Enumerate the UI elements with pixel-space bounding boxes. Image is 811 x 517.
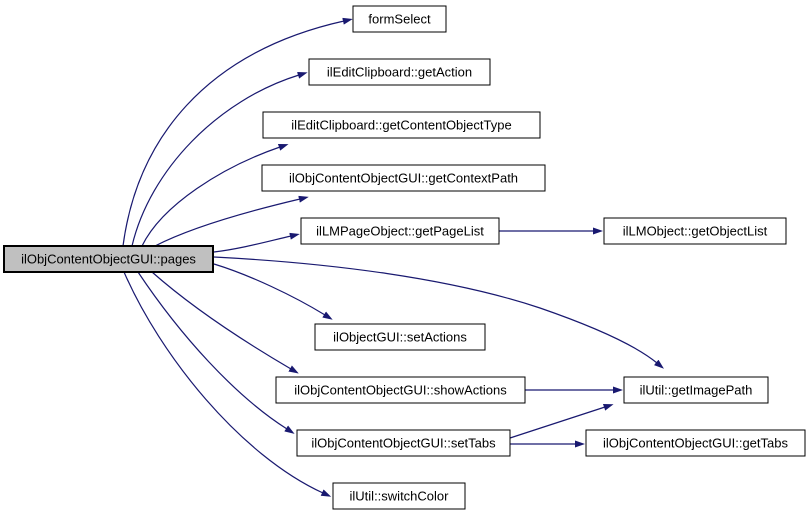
- edge-pages-to-showactions: [151, 271, 299, 374]
- node-getpagelist-label[interactable]: ilLMPageObject::getPageList: [316, 224, 484, 239]
- node-formselect-box[interactable]: [352, 5, 447, 33]
- node-getcontextpath-label[interactable]: ilObjContentObjectGUI::getContextPath: [289, 171, 518, 186]
- edge-pages-to-getcontextpath: [154, 195, 309, 247]
- node-setactions[interactable]: ilObjectGUI::setActions: [314, 323, 486, 351]
- node-gettabs-box[interactable]: [585, 429, 806, 457]
- node-settabs-box[interactable]: [296, 429, 511, 457]
- node-pages: ilObjContentObjectGUI::pages: [3, 245, 214, 273]
- node-settabs[interactable]: ilObjContentObjectGUI::setTabs: [296, 429, 511, 457]
- node-formselect-label[interactable]: formSelect: [368, 12, 431, 27]
- node-getimagepath-label[interactable]: ilUtil::getImagePath: [640, 383, 753, 398]
- node-switchcolor[interactable]: ilUtil::switchColor: [332, 482, 466, 510]
- node-switchcolor-box[interactable]: [332, 482, 466, 510]
- node-getobjectlist[interactable]: ilLMObject::getObjectList: [603, 217, 787, 245]
- node-settabs-label[interactable]: ilObjContentObjectGUI::setTabs: [311, 436, 496, 451]
- node-getaction[interactable]: ilEditClipboard::getAction: [308, 58, 491, 86]
- node-gettabs[interactable]: ilObjContentObjectGUI::getTabs: [585, 429, 806, 457]
- node-getpagelist-box[interactable]: [300, 217, 500, 245]
- node-getpagelist[interactable]: ilLMPageObject::getPageList: [300, 217, 500, 245]
- edge-settabs-to-getimagepath: [509, 403, 614, 439]
- edge-pages-to-getpagelist: [213, 232, 300, 253]
- edge-pages-to-settabs: [137, 271, 295, 434]
- node-getobjectlist-box[interactable]: [603, 217, 787, 245]
- node-getaction-box[interactable]: [308, 58, 491, 86]
- node-showactions-box[interactable]: [275, 376, 526, 404]
- node-getcontentobjecttype-box[interactable]: [262, 111, 541, 139]
- node-setactions-box[interactable]: [314, 323, 486, 351]
- node-getobjectlist-label[interactable]: ilLMObject::getObjectList: [623, 224, 768, 239]
- node-getimagepath[interactable]: ilUtil::getImagePath: [623, 376, 769, 404]
- edge-pages-to-getaction: [131, 71, 308, 247]
- node-pages-box: [3, 245, 214, 273]
- edge-pages-to-getcontentobjecttype: [141, 144, 289, 247]
- node-showactions-label[interactable]: ilObjContentObjectGUI::showActions: [294, 383, 507, 398]
- edge-pages-to-formselect: [122, 17, 353, 247]
- edge-pages-to-getimagepath: [213, 256, 664, 369]
- node-showactions[interactable]: ilObjContentObjectGUI::showActions: [275, 376, 526, 404]
- edge-layer: [122, 17, 664, 497]
- node-getcontentobjecttype[interactable]: ilEditClipboard::getContentObjectType: [262, 111, 541, 139]
- node-setactions-label[interactable]: ilObjectGUI::setActions: [333, 330, 467, 345]
- node-pages-label: ilObjContentObjectGUI::pages: [21, 252, 196, 267]
- node-getcontentobjecttype-label[interactable]: ilEditClipboard::getContentObjectType: [291, 118, 511, 133]
- node-getimagepath-box[interactable]: [623, 376, 769, 404]
- node-formselect[interactable]: formSelect: [352, 5, 447, 33]
- node-getaction-label[interactable]: ilEditClipboard::getAction: [327, 65, 472, 80]
- edge-pages-to-setactions: [213, 263, 333, 320]
- edge-pages-to-switchcolor: [123, 271, 332, 497]
- node-gettabs-label[interactable]: ilObjContentObjectGUI::getTabs: [603, 436, 788, 451]
- node-switchcolor-label[interactable]: ilUtil::switchColor: [350, 489, 450, 504]
- node-getcontextpath[interactable]: ilObjContentObjectGUI::getContextPath: [261, 164, 546, 192]
- node-getcontextpath-box[interactable]: [261, 164, 546, 192]
